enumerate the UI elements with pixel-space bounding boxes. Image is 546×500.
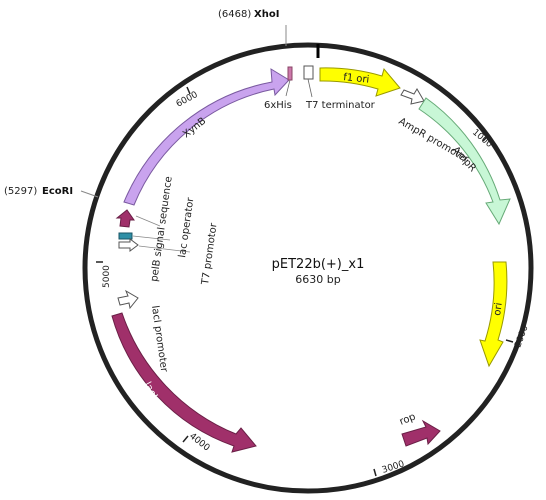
svg-text:2000: 2000 <box>513 324 530 349</box>
site-position: (6468) <box>218 9 251 20</box>
feature-laci-promoter <box>117 289 139 310</box>
feature-f1ori-arrow <box>319 67 401 97</box>
label-f1ori: f1 ori <box>343 72 370 86</box>
tick-5000: 5000 <box>96 261 112 288</box>
plasmid-name: pET22b(+)_x1 <box>272 257 365 272</box>
site-xhoi: (6468) XhoI <box>218 9 287 46</box>
tick-3000: 3000 <box>373 459 406 477</box>
label-his: 6xHis <box>264 100 292 111</box>
feature-his <box>287 66 293 81</box>
feature-laci-arrow <box>111 312 257 453</box>
svg-text:5000: 5000 <box>102 265 112 288</box>
feature-t7-promotor <box>118 238 139 252</box>
label-pelb: pelB signal sequence <box>149 176 175 283</box>
backbone-circle <box>82 42 534 494</box>
tick-2000: 2000 <box>505 324 531 349</box>
label-ori: ori <box>492 302 505 316</box>
label-rop: rop <box>398 411 417 427</box>
feature-ampr-promoter <box>400 88 425 105</box>
label-t7-terminator: T7 terminator <box>305 100 376 111</box>
feature-ampr-arrow <box>418 97 511 226</box>
site-name: EcoRI <box>42 186 73 197</box>
site-ecori: (5297) EcoRI <box>4 186 99 198</box>
feature-xynb-arrow <box>123 68 290 206</box>
feature-pelb-arrow <box>115 209 135 228</box>
site-name: XhoI <box>254 9 279 20</box>
feature-lac-operator <box>118 232 133 240</box>
label-t7-promotor: T7 promotor <box>200 222 220 287</box>
feature-t7-terminator <box>303 65 314 80</box>
label-lac-operator: lac operator <box>177 196 196 258</box>
feature-rop-arrow <box>401 419 441 447</box>
plasmid-size: 6630 bp <box>295 273 340 286</box>
svg-text:6000: 6000 <box>175 90 200 110</box>
site-position: (5297) <box>4 186 37 197</box>
feature-ori-arrow <box>479 261 508 368</box>
label-laci-promoter: lacI promoter <box>149 305 169 374</box>
tick-6000: 6000 <box>175 86 200 110</box>
